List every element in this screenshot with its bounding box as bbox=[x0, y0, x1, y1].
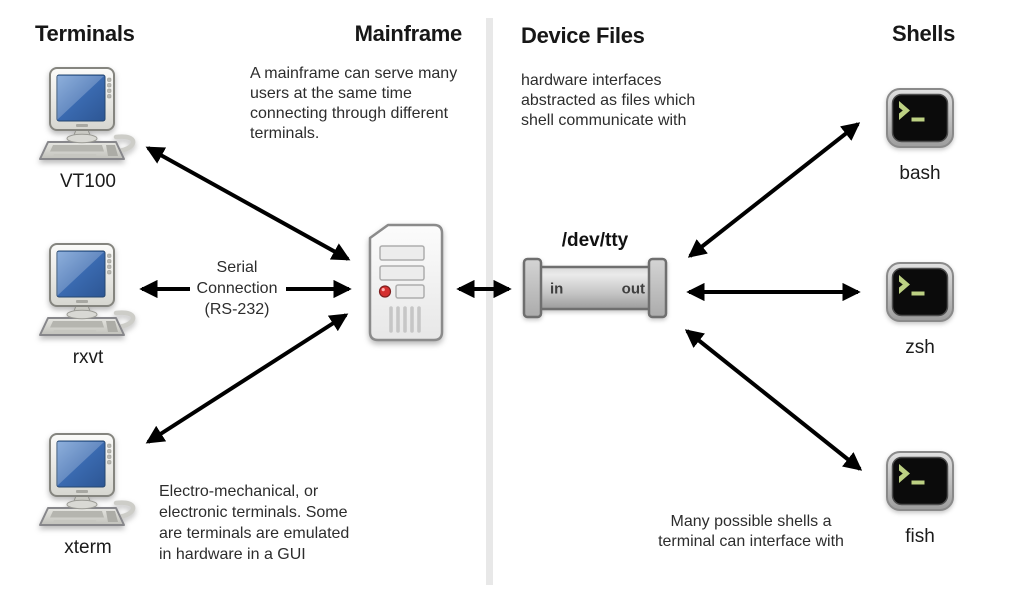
terminal-label-rxvt: rxvt bbox=[72, 347, 104, 368]
shells-heading: Shells bbox=[892, 21, 956, 46]
device-files-heading: Device Files bbox=[521, 23, 645, 48]
crt-computer-icon bbox=[36, 64, 140, 164]
pipe-body bbox=[535, 265, 655, 311]
arrow-pipe-bash bbox=[687, 122, 861, 258]
drive-bay-slot bbox=[379, 265, 425, 281]
pipe-flange-left bbox=[522, 257, 543, 319]
mainframe-note: A mainframe can serve many users at the … bbox=[250, 65, 458, 142]
mainframe-heading: Mainframe bbox=[354, 21, 463, 46]
shell-fish: fish bbox=[885, 450, 955, 548]
terminal-label-xterm: xterm bbox=[64, 537, 112, 558]
device-file-pipe: /dev/tty in out bbox=[521, 230, 669, 325]
mainframe-tower bbox=[360, 218, 452, 350]
terminal-prompt-icon bbox=[886, 88, 954, 148]
arrow-xterm-mainframe bbox=[145, 313, 349, 444]
pipe-in-label: in bbox=[550, 281, 563, 298]
server-tower-icon bbox=[368, 223, 444, 342]
shell-label-zsh: zsh bbox=[905, 337, 935, 358]
drive-bay-slot bbox=[379, 245, 425, 261]
terminal-vt100: VT100 bbox=[34, 64, 142, 193]
shell-zsh: zsh bbox=[885, 261, 955, 359]
crt-computer-icon bbox=[36, 240, 140, 340]
shells-note: Many possible shells a terminal can inte… bbox=[658, 513, 844, 550]
small-slot bbox=[395, 284, 425, 299]
arrow-vt100-mainframe bbox=[145, 146, 351, 261]
terminal-xterm: xterm bbox=[34, 430, 142, 559]
terminals-heading: Terminals bbox=[35, 21, 135, 46]
pipe-device-icon: in out bbox=[522, 257, 668, 319]
pipe-flange-right bbox=[647, 257, 668, 319]
shell-bash: bash bbox=[885, 87, 955, 185]
led-highlight bbox=[381, 288, 385, 292]
section-divider bbox=[486, 18, 493, 585]
pipe-path-label: /dev/tty bbox=[561, 230, 629, 251]
shell-label-bash: bash bbox=[899, 163, 941, 184]
arrow-pipe-fish bbox=[684, 329, 863, 471]
terminal-history-note: Electro-mechanical, or electronic termin… bbox=[159, 483, 350, 563]
crt-computer-icon bbox=[36, 430, 140, 530]
shell-label-fish: fish bbox=[905, 526, 935, 547]
power-led bbox=[378, 285, 392, 298]
vent-lines bbox=[389, 306, 421, 333]
terminal-label-vt100: VT100 bbox=[60, 171, 116, 192]
terminal-prompt-icon bbox=[886, 262, 954, 322]
pipe-out-label: out bbox=[622, 281, 645, 298]
device-files-note: hardware interfaces abstracted as files … bbox=[521, 72, 696, 129]
serial-connection-label: Serial Connection (RS-232) bbox=[196, 259, 278, 318]
terminal-rxvt: rxvt bbox=[34, 240, 142, 369]
terminal-prompt-icon bbox=[886, 451, 954, 511]
